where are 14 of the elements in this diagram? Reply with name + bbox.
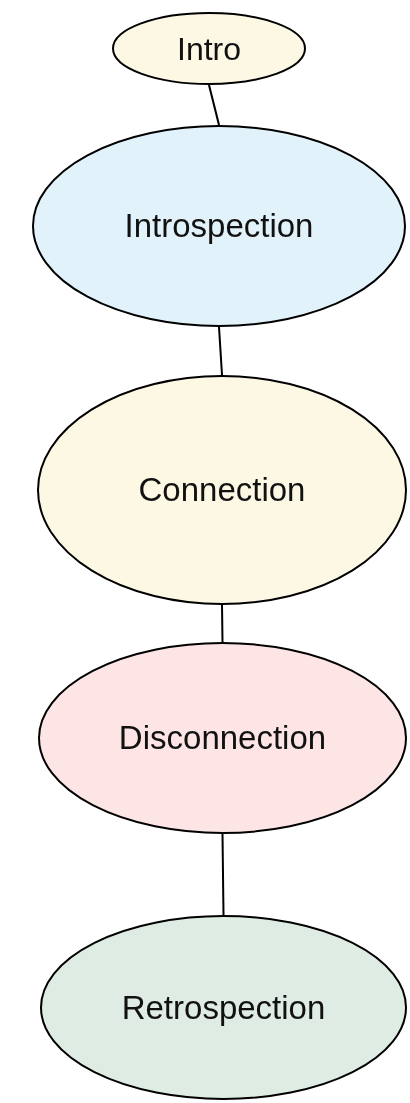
node-label: Retrospection [121, 987, 326, 1028]
node-label: Intro [177, 29, 241, 69]
connector-line [218, 326, 223, 376]
node-label: Connection [138, 470, 306, 511]
ellipse-node [40, 915, 407, 1100]
connector-line [208, 84, 220, 126]
node-label: Introspection [124, 206, 314, 247]
ellipse-node [112, 12, 306, 85]
ellipse-node [38, 642, 407, 834]
connector-line [221, 833, 225, 916]
ellipse-node [32, 125, 406, 327]
ellipse-node [37, 375, 407, 605]
connector-line [221, 604, 224, 643]
node-label: Disconnection [118, 718, 327, 759]
